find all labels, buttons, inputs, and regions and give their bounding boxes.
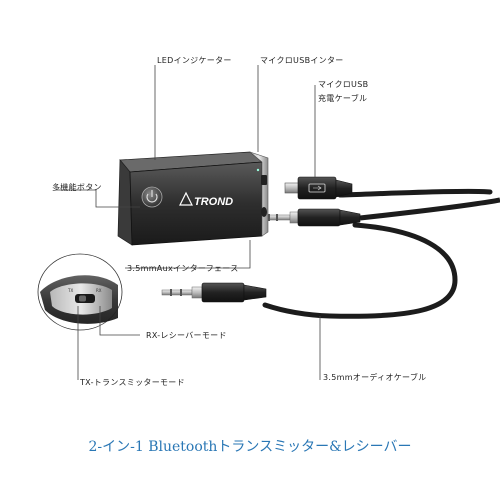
label-micro-usb-interface: マイクロUSBインター (260, 56, 344, 65)
label-rx-mode: RX-レシーバーモード (146, 331, 227, 340)
label-aux-interface: 3.5mmAuxインターフェース (127, 264, 239, 273)
brand-name: TROND (194, 196, 233, 208)
switch-label-tx: TX (67, 288, 73, 293)
product-caption: 2-イン-1 Bluetoothトランスミッター&レシーバー (89, 439, 412, 455)
brand-logo-icon (179, 191, 193, 206)
switch-detail-inset: TX RX (37, 253, 123, 331)
label-audio-cable: 3.5mmオーディオケーブル (323, 372, 426, 382)
micro-usb-plug (284, 176, 353, 200)
label-micro-usb-cable-2: 充電ケーブル (318, 93, 367, 103)
label-led-indicator: LEDインジケーター (157, 56, 232, 65)
label-micro-usb-cable-1: マイクロUSB (318, 80, 368, 89)
aux-plug-right (261, 208, 361, 227)
transmitter-device: TROND (117, 151, 269, 246)
label-multi-function-button: 多機能ボタン (52, 182, 102, 192)
switch-label-rx: RX (96, 288, 102, 293)
audio-cable (262, 188, 500, 319)
aux-plug-left (161, 282, 267, 303)
leader-lines (55, 65, 321, 380)
power-icon (146, 193, 158, 203)
label-tx-mode: TX-トランスミッターモード (79, 378, 185, 387)
